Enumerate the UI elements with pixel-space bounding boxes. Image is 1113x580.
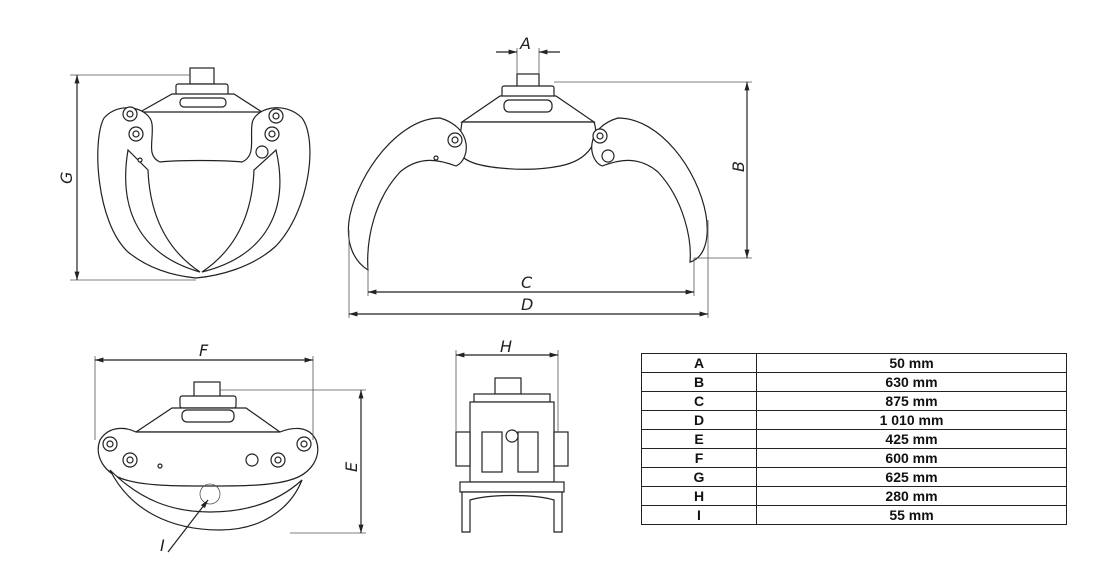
table-cell-key: I xyxy=(641,505,757,525)
table-cell-key: D xyxy=(641,410,757,430)
dimension-c xyxy=(367,258,695,296)
label-c: C xyxy=(521,273,533,292)
dimension-a xyxy=(496,48,560,74)
table-cell-key: B xyxy=(641,372,757,392)
dimension-h xyxy=(455,350,559,432)
table-cell-value: 625 mm xyxy=(756,467,1067,487)
label-i: I xyxy=(160,536,165,555)
table-cell-key: C xyxy=(641,391,757,411)
table-cell-value: 50 mm xyxy=(756,353,1067,373)
dimension-g xyxy=(70,74,196,281)
table-cell-value: 600 mm xyxy=(756,448,1067,468)
table-cell-key: G xyxy=(641,467,757,487)
closed-grapple-view xyxy=(97,67,311,279)
table-cell-value: 280 mm xyxy=(756,486,1067,506)
dimension-f xyxy=(94,356,314,440)
label-h: H xyxy=(500,337,512,356)
label-d: D xyxy=(521,295,533,314)
dimension-e xyxy=(220,389,366,534)
label-b: B xyxy=(729,161,748,172)
label-a: A xyxy=(519,34,531,53)
table-cell-key: A xyxy=(641,353,757,373)
dimension-d xyxy=(348,220,709,318)
table-cell-value: 1 010 mm xyxy=(756,410,1067,430)
label-e: E xyxy=(342,461,361,472)
side-grapple-view xyxy=(455,377,569,533)
table-cell-value: 875 mm xyxy=(756,391,1067,411)
dimension-i xyxy=(167,499,209,553)
label-g: G xyxy=(57,172,76,184)
table-cell-key: H xyxy=(641,486,757,506)
table-cell-key: E xyxy=(641,429,757,449)
table-cell-value: 425 mm xyxy=(756,429,1067,449)
open-grapple-view xyxy=(347,73,708,272)
table-cell-value: 630 mm xyxy=(756,372,1067,392)
table-cell-value: 55 mm xyxy=(756,505,1067,525)
label-f: F xyxy=(199,341,209,360)
dimension-b xyxy=(554,81,752,259)
table-cell-key: F xyxy=(641,448,757,468)
front-grapple-view xyxy=(97,381,319,531)
